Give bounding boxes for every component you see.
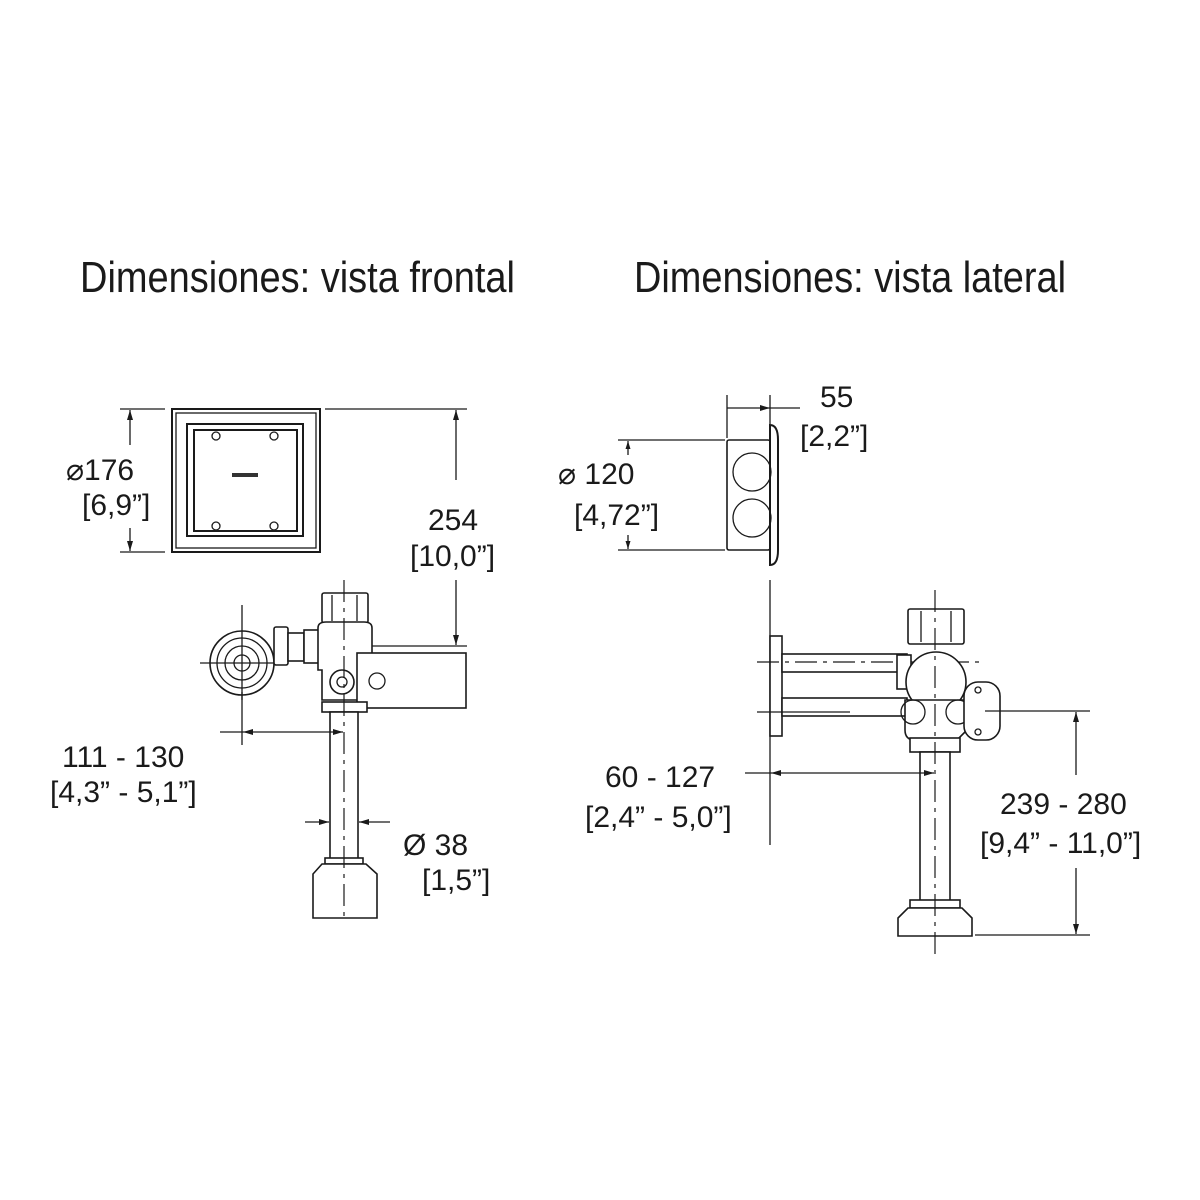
flush-valve-front bbox=[200, 580, 467, 920]
sensor-box-side bbox=[726, 423, 779, 567]
front-view: ⌀176 [6,9”] 254 [10,0”] bbox=[50, 408, 495, 920]
brand-logo bbox=[232, 473, 258, 477]
front-view-title: Dimensiones: vista frontal bbox=[80, 253, 515, 302]
plate-size-mm: ⌀176 bbox=[66, 454, 134, 487]
wall-offset-in: [2,4” - 5,0”] bbox=[585, 801, 732, 834]
wall-offset-dimension: 60 - 127 [2,4” - 5,0”] bbox=[585, 761, 934, 834]
plate-size-in: [6,9”] bbox=[82, 489, 150, 522]
flush-plate bbox=[171, 408, 321, 553]
pipe-diameter-in: [1,5”] bbox=[422, 864, 490, 897]
side-view-title: Dimensiones: vista lateral bbox=[634, 253, 1066, 302]
offset-in: [4,3” - 5,1”] bbox=[50, 776, 197, 809]
plate-size-dimension: ⌀176 [6,9”] bbox=[66, 408, 165, 553]
offset-mm: 111 - 130 bbox=[62, 741, 184, 774]
flush-valve-side bbox=[757, 590, 1001, 960]
depth-in: [2,2”] bbox=[800, 420, 868, 453]
side-view: 55 [2,2”] ⌀ 120 [4,72”] bbox=[558, 381, 1141, 960]
height-dimension: 254 [10,0”] bbox=[325, 408, 495, 647]
height-mm: 254 bbox=[428, 504, 478, 537]
pipe-diameter-mm: Ø 38 bbox=[403, 829, 468, 862]
box-size-dimension: ⌀ 120 [4,72”] bbox=[558, 439, 725, 551]
depth-dimension: 55 [2,2”] bbox=[726, 381, 868, 453]
box-size-mm: ⌀ 120 bbox=[558, 458, 634, 491]
pipe-diameter-dimension: Ø 38 [1,5”] bbox=[305, 819, 490, 897]
side-height-dimension: 239 - 280 [9,4” - 11,0”] bbox=[975, 710, 1141, 936]
height-in: [10,0”] bbox=[410, 540, 495, 573]
side-height-in: [9,4” - 11,0”] bbox=[980, 827, 1141, 860]
depth-mm: 55 bbox=[820, 381, 853, 414]
box-size-in: [4,72”] bbox=[574, 499, 659, 532]
side-height-mm: 239 - 280 bbox=[1000, 788, 1127, 821]
offset-dimension: 111 - 130 [4,3” - 5,1”] bbox=[50, 692, 343, 809]
wall-offset-mm: 60 - 127 bbox=[605, 761, 715, 794]
